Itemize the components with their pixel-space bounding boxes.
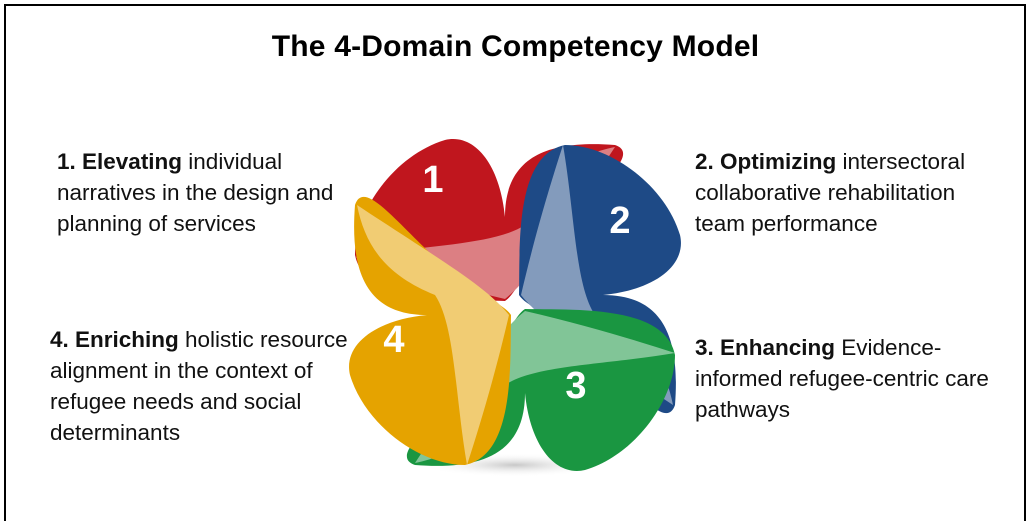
domain-4-description: 4. Enriching holistic resource alignment… [50,324,350,448]
domain-2-number: 2 [609,200,630,242]
domain-2-text: intersectoral collaborative rehabilitati… [695,149,966,236]
domain-4-heading: 4. Enriching [50,327,179,352]
domain-1-text: individual narratives in the design and … [57,149,334,236]
domain-4-petal [349,197,511,465]
domain-4-petal-inner [357,205,509,465]
domain-4-number: 4 [383,319,404,361]
domain-2-description: 2. Optimizing intersectoral collaborativ… [695,146,1005,239]
domain-1-number: 1 [422,159,443,201]
domain-4-text: holistic resource alignment in the conte… [50,327,348,445]
domain-3-description: 3. Enhancing Evidence-informed refugee-c… [695,332,1005,425]
domain-3-number: 3 [565,365,586,407]
domain-2-heading: 2. Optimizing [695,149,837,174]
domain-1-description: 1. Elevating individual narratives in th… [57,146,347,239]
domain-1-heading: 1. Elevating [57,149,183,174]
domain-3-heading: 3. Enhancing [695,335,836,360]
domain-3-text: Evidence-informed refugee-centric care p… [695,335,989,422]
four-domain-pinwheel: 1 2 3 4 [349,139,681,477]
diagram-title: The 4-Domain Competency Model [271,30,760,63]
